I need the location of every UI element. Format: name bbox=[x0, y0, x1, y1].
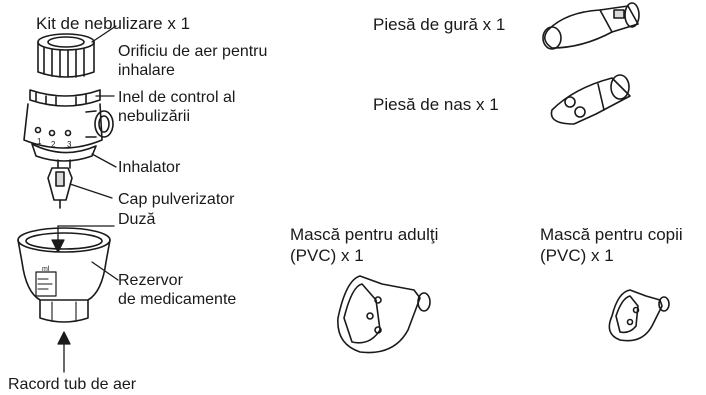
control-ring-label: Inel de control al nebulizării bbox=[118, 89, 236, 125]
mouthpiece-label: Piesă de gură x 1 bbox=[373, 15, 506, 34]
ring-number-1: 1 bbox=[37, 137, 42, 146]
nozzle-label: Duză bbox=[118, 211, 156, 228]
adult-mask-label: Mască pentru adulţi (PVC) x 1 bbox=[290, 225, 439, 265]
inhaler-label: Inhalator bbox=[118, 159, 181, 176]
reservoir-label: Rezervor de medicamente bbox=[118, 272, 237, 308]
nosepiece-illustration bbox=[551, 75, 630, 124]
nosepiece-label: Piesă de nas x 1 bbox=[373, 95, 499, 114]
spray-head-label: Cap pulverizator bbox=[118, 191, 235, 208]
ring-number-3: 3 bbox=[67, 140, 72, 149]
adult-mask-illustration bbox=[338, 276, 430, 353]
nebulizer-illustration bbox=[24, 34, 113, 168]
ring-number-2: 2 bbox=[51, 140, 56, 149]
spray-head-illustration bbox=[48, 168, 72, 208]
child-mask-illustration bbox=[609, 290, 669, 341]
callout-leaders bbox=[52, 26, 118, 372]
mouthpiece-illustration bbox=[543, 3, 639, 49]
kit-title: Kit de nebulizare x 1 bbox=[36, 14, 191, 33]
air-tube-connector-label: Racord tub de aer bbox=[8, 376, 137, 393]
reservoir-unit-label: ml bbox=[42, 266, 50, 273]
air-inlet-label: Orificiu de aer pentru inhalare bbox=[118, 43, 268, 79]
reservoir-illustration bbox=[18, 228, 110, 322]
child-mask-label: Mască pentru copii (PVC) x 1 bbox=[540, 225, 683, 265]
